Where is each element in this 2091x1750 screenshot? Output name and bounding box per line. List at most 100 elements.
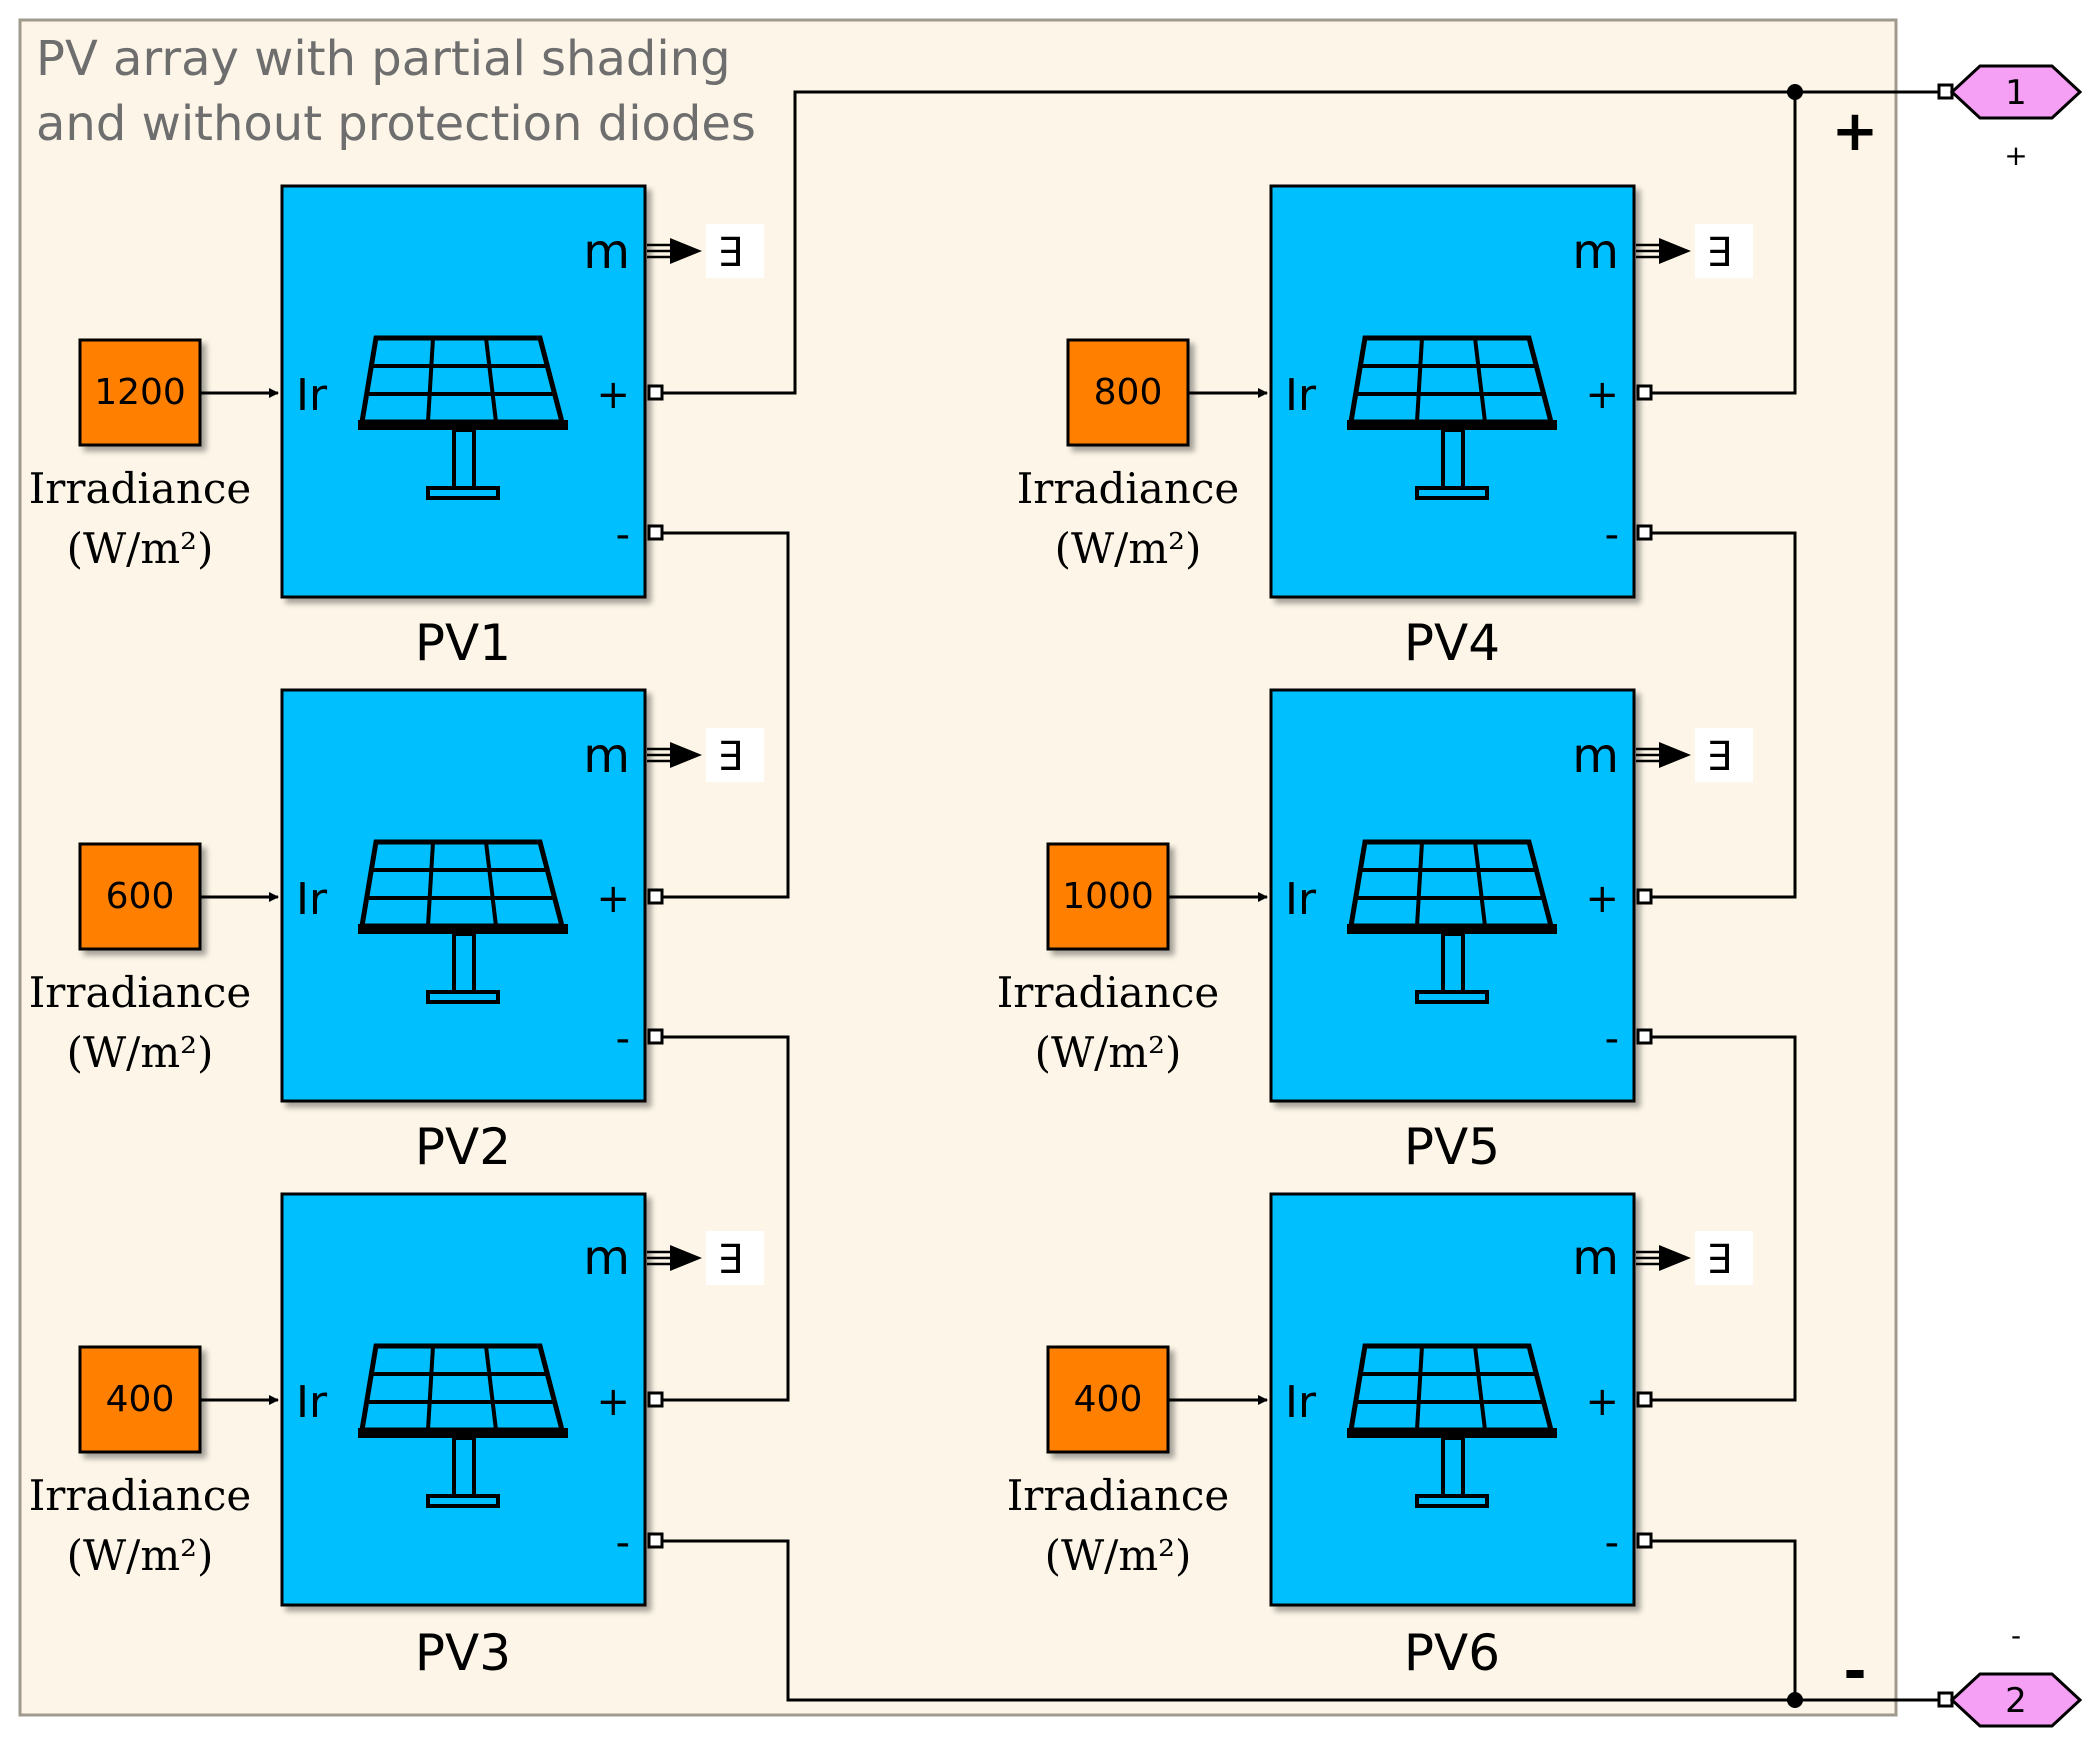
plus-connector-port[interactable] — [647, 888, 664, 905]
port-label-plus: + — [1585, 372, 1619, 418]
port-hexagon[interactable] — [1949, 64, 2083, 120]
minus-connector-port[interactable] — [647, 1532, 664, 1549]
pv-module-3[interactable]: 400 Irradiance (W/m²) Ir m + - ∃ PV3 — [29, 1192, 764, 1682]
pv-array-block[interactable] — [1269, 688, 1636, 1103]
irradiance-value: 1200 — [94, 372, 186, 413]
plus-connector-port[interactable] — [1636, 1391, 1653, 1408]
minus-connector-port[interactable] — [647, 524, 664, 541]
junction-dot-positive — [1787, 84, 1803, 100]
irradiance-constant-block[interactable] — [78, 842, 202, 951]
port-label-m: m — [1572, 1230, 1619, 1286]
minus-connector-port[interactable] — [1636, 1028, 1653, 1045]
pv-module-5[interactable]: 1000 Irradiance (W/m²) Ir m + - ∃ PV5 — [997, 688, 1753, 1176]
pv-array-block[interactable] — [1269, 1192, 1636, 1607]
port-label-minus: - — [616, 1016, 630, 1062]
minus-connector-port[interactable] — [647, 1028, 664, 1045]
port-label-plus: + — [596, 1379, 630, 1425]
pv-array-block[interactable] — [1269, 184, 1636, 599]
port-hexagon[interactable] — [1949, 1672, 2083, 1728]
port-label-m: m — [583, 224, 630, 280]
positive-sign-label: + — [1832, 99, 1879, 164]
irradiance-label-line2: (W/m²) — [67, 1028, 214, 1077]
irradiance-label-line2: (W/m²) — [67, 524, 214, 573]
port-label-m: m — [1572, 224, 1619, 280]
irradiance-label-line2: (W/m²) — [1045, 1531, 1192, 1580]
irradiance-label-line2: (W/m²) — [1035, 1028, 1182, 1077]
wiring — [657, 90, 1945, 1702]
pv-block-name: PV4 — [1404, 614, 1500, 672]
terminator-icon: ∃ — [717, 1237, 742, 1283]
terminator-block[interactable] — [706, 1231, 764, 1285]
negative-sign-label: - — [1843, 1639, 1866, 1704]
pv-array-block[interactable] — [280, 688, 647, 1103]
irradiance-label-line2: (W/m²) — [67, 1531, 214, 1580]
pv-array-block[interactable] — [280, 184, 647, 599]
irradiance-label-line1: Irradiance — [29, 464, 252, 513]
port-label-ir: Ir — [1285, 370, 1317, 421]
measurement-arrow — [1659, 742, 1691, 768]
subsystem-title-line1: PV array with partial shading — [36, 31, 731, 87]
output-port-negative[interactable]: 2 — [1937, 1672, 2083, 1728]
port-number: 2 — [2005, 1681, 2027, 1721]
wire-pv5-minus-to-pv6-plus — [1646, 1035, 1797, 1402]
terminator-block[interactable] — [1695, 224, 1753, 278]
irradiance-constant-block[interactable] — [78, 1345, 202, 1454]
plus-connector-port[interactable] — [1636, 384, 1653, 401]
port-label-m: m — [583, 728, 630, 784]
output-port-positive[interactable]: 1 — [1937, 64, 2083, 120]
irradiance-label-line2: (W/m²) — [1055, 524, 1202, 573]
wire-pv4-plus-to-bus — [1646, 92, 1797, 395]
irradiance-constant-block[interactable] — [1046, 1345, 1170, 1454]
plus-connector-port[interactable] — [1636, 888, 1653, 905]
pv-module-6[interactable]: 400 Irradiance (W/m²) Ir m + - ∃ PV6 — [1007, 1192, 1753, 1682]
pv-module-2[interactable]: 600 Irradiance (W/m²) Ir m + - ∃ PV2 — [29, 688, 764, 1176]
irradiance-label-line1: Irradiance — [997, 968, 1220, 1017]
terminator-block[interactable] — [1695, 1231, 1753, 1285]
pv-block-name: PV2 — [415, 1118, 511, 1176]
terminator-block[interactable] — [706, 728, 764, 782]
irradiance-label-line1: Irradiance — [29, 968, 252, 1017]
port-label-m: m — [583, 1230, 630, 1286]
plus-connector-port[interactable] — [647, 384, 664, 401]
plus-connector-port[interactable] — [647, 1391, 664, 1408]
pv-module-1[interactable]: 1200 Irradiance (W/m²) Ir m + - ∃ PV1 — [29, 184, 764, 672]
wire-pv1-plus-to-bus — [657, 90, 1795, 395]
pv-module-4[interactable]: 800 Irradiance (W/m²) Ir m + - ∃ PV4 — [1017, 184, 1753, 672]
measurement-arrow — [670, 1245, 702, 1271]
minus-connector-port[interactable] — [1636, 524, 1653, 541]
terminator-icon: ∃ — [717, 734, 742, 780]
terminator-icon: ∃ — [1706, 1237, 1731, 1283]
wire-pv4-minus-to-pv5-plus — [1646, 531, 1797, 899]
port-label-ir: Ir — [1285, 1377, 1317, 1428]
port-number: 1 — [2005, 73, 2027, 113]
terminator-icon: ∃ — [717, 230, 742, 276]
measurement-arrow — [1659, 238, 1691, 264]
port-label-m: m — [1572, 728, 1619, 784]
pv-array-block[interactable] — [280, 1192, 647, 1607]
irradiance-constant-block[interactable] — [1066, 338, 1190, 447]
measurement-arrow — [670, 238, 702, 264]
port-connector-square[interactable] — [1937, 83, 1954, 100]
terminator-block[interactable] — [1695, 728, 1753, 782]
terminator-icon: ∃ — [1706, 734, 1731, 780]
measurement-arrow — [1659, 1245, 1691, 1271]
port-label-minus: - — [1605, 512, 1619, 558]
irradiance-constant-block[interactable] — [78, 338, 202, 447]
port-connector-square[interactable] — [1937, 1691, 1954, 1708]
terminator-block[interactable] — [706, 224, 764, 278]
irradiance-value: 400 — [1074, 1379, 1143, 1420]
port-label-plus: + — [596, 876, 630, 922]
port-label-minus: - — [616, 1520, 630, 1566]
irradiance-constant-block[interactable] — [1046, 842, 1170, 951]
wire-pv1-minus-to-pv2-plus — [657, 531, 790, 899]
minus-connector-port[interactable] — [1636, 1532, 1653, 1549]
junction-dot-negative — [1787, 1692, 1803, 1708]
pv-block-name: PV6 — [1404, 1624, 1500, 1682]
irradiance-label-line1: Irradiance — [1007, 1471, 1230, 1520]
irradiance-value: 800 — [1094, 372, 1163, 413]
port-label-minus: - — [1605, 1520, 1619, 1566]
port-label-ir: Ir — [296, 1377, 328, 1428]
wire-pv6-minus-to-bus — [1646, 1539, 1797, 1700]
terminator-icon: ∃ — [1706, 230, 1731, 276]
port-label-minus: - — [616, 512, 630, 558]
